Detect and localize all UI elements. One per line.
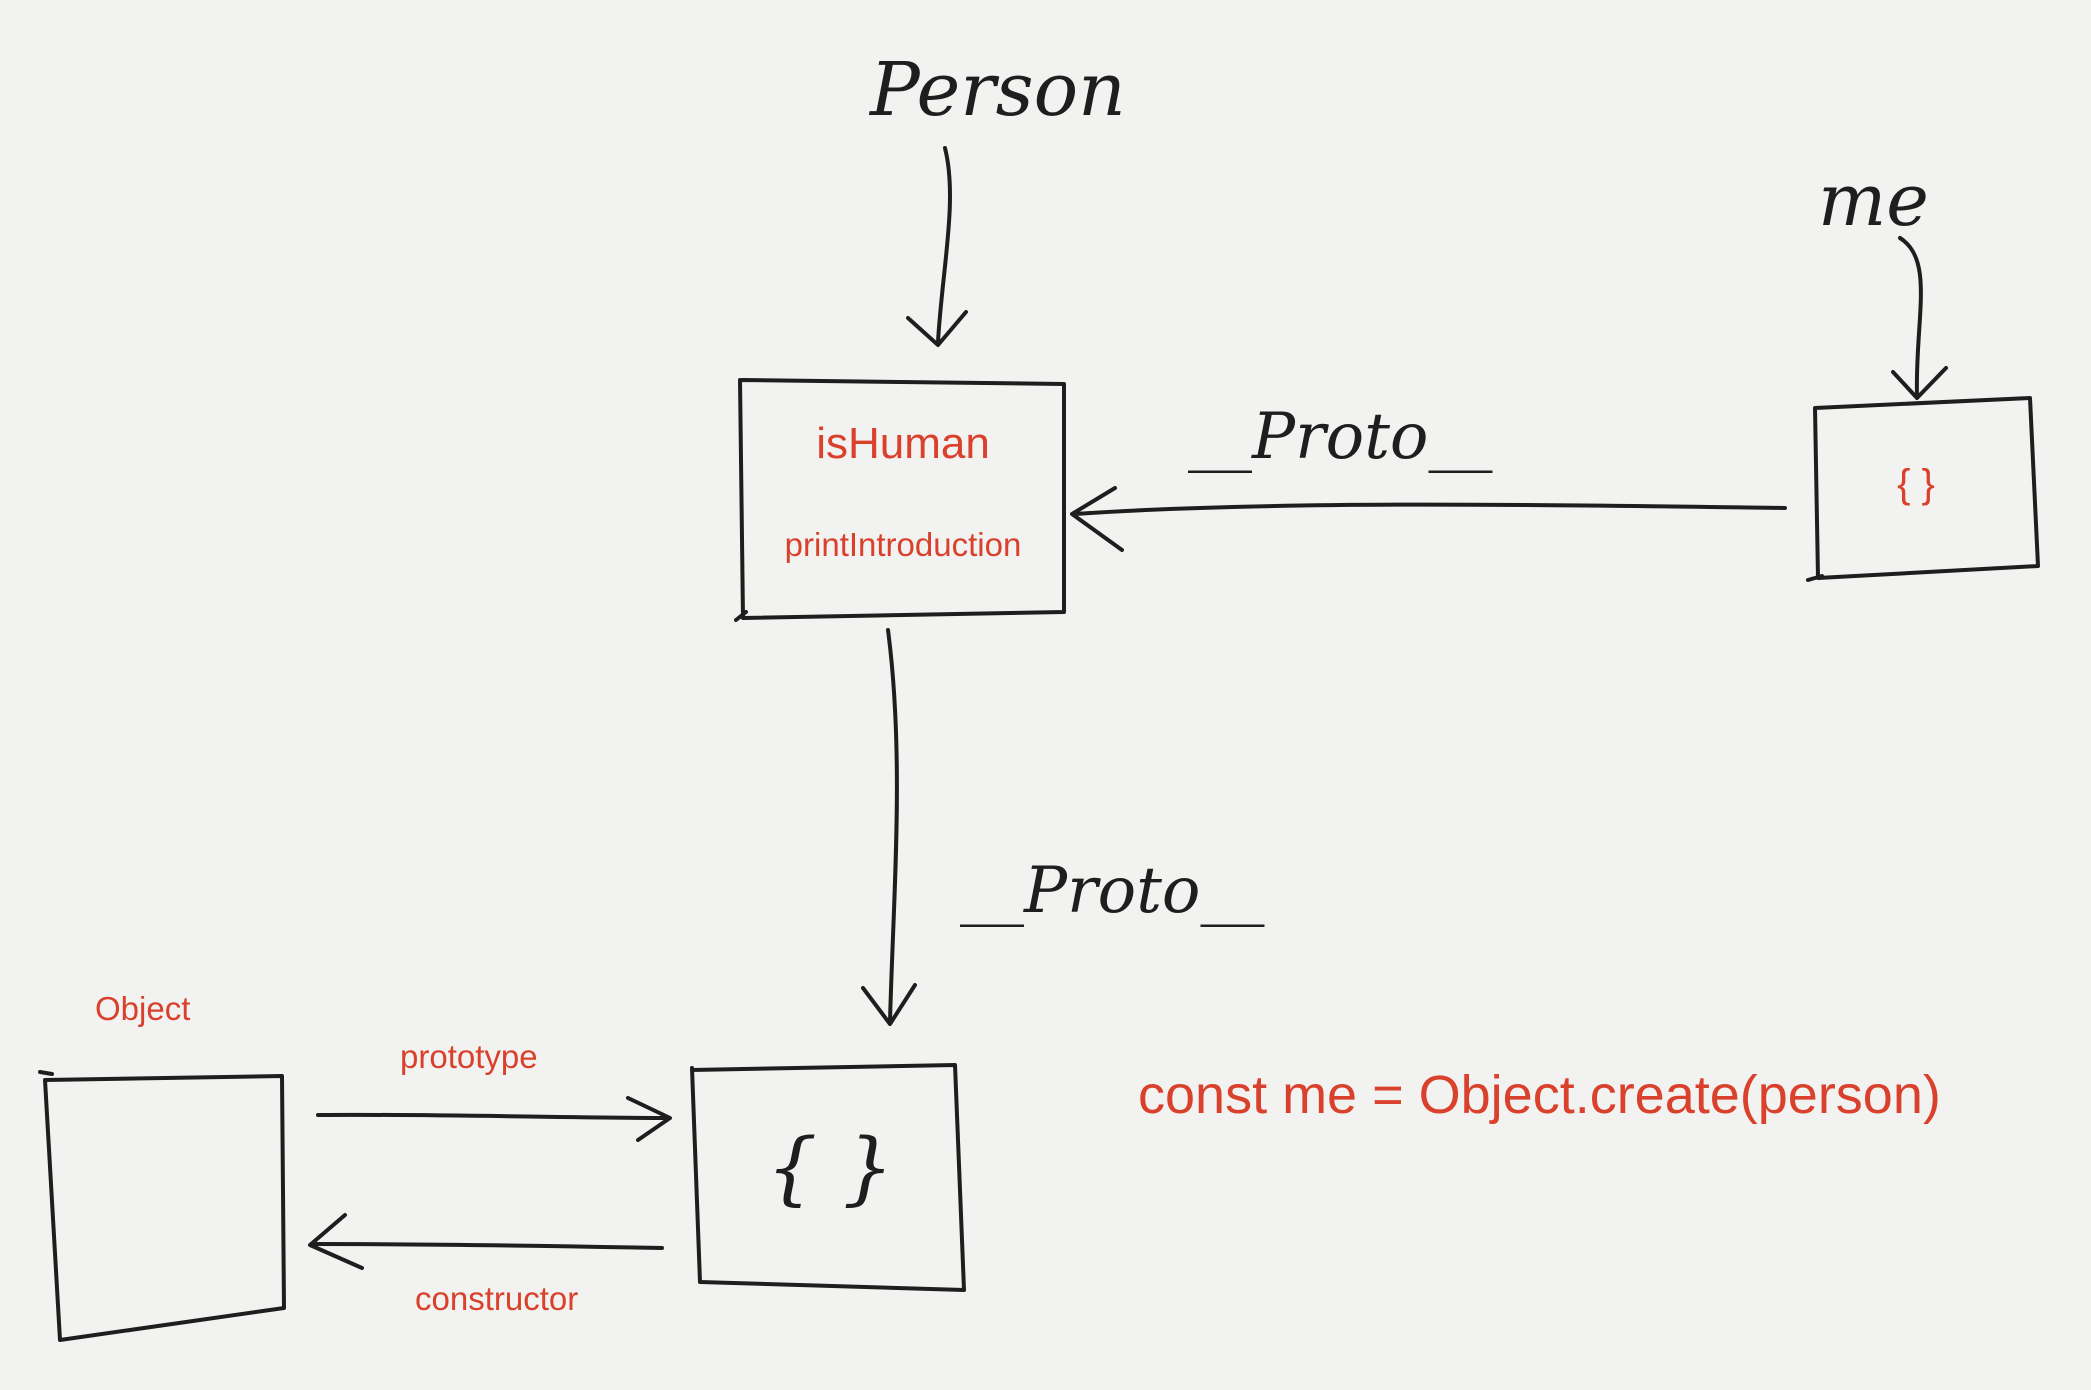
me-object-box: [1806, 396, 2040, 582]
prototype-label: prototype: [400, 1038, 538, 1075]
code-snippet: const me = Object.create(person): [1138, 1065, 1941, 1125]
object-constructor-box: [38, 1070, 286, 1342]
prop-print-introduction: printIntroduction: [785, 526, 1022, 563]
object-prototype-box-content: { }: [766, 1121, 893, 1214]
me-label: me: [1818, 158, 1929, 242]
proto-arrow-me-to-person: [1070, 486, 1787, 552]
person-pointer-arrow: [906, 146, 968, 347]
constructor-label: constructor: [415, 1280, 578, 1317]
proto-arrow-person-to-object-prototype: [861, 628, 917, 1026]
proto-label-vertical: __Proto__: [960, 854, 1264, 928]
proto-label-top: __Proto__: [1188, 400, 1492, 474]
me-pointer-arrow: [1891, 236, 1948, 400]
prop-is-human: isHuman: [816, 419, 990, 468]
me-box-content: { }: [1897, 462, 1935, 506]
person-label: Person: [868, 47, 1126, 133]
person-object-box: [734, 378, 1066, 622]
object-label: Object: [95, 990, 190, 1027]
object-prototype-box: [690, 1063, 966, 1292]
constructor-arrow: [308, 1213, 664, 1270]
prototype-arrow: [316, 1096, 672, 1142]
